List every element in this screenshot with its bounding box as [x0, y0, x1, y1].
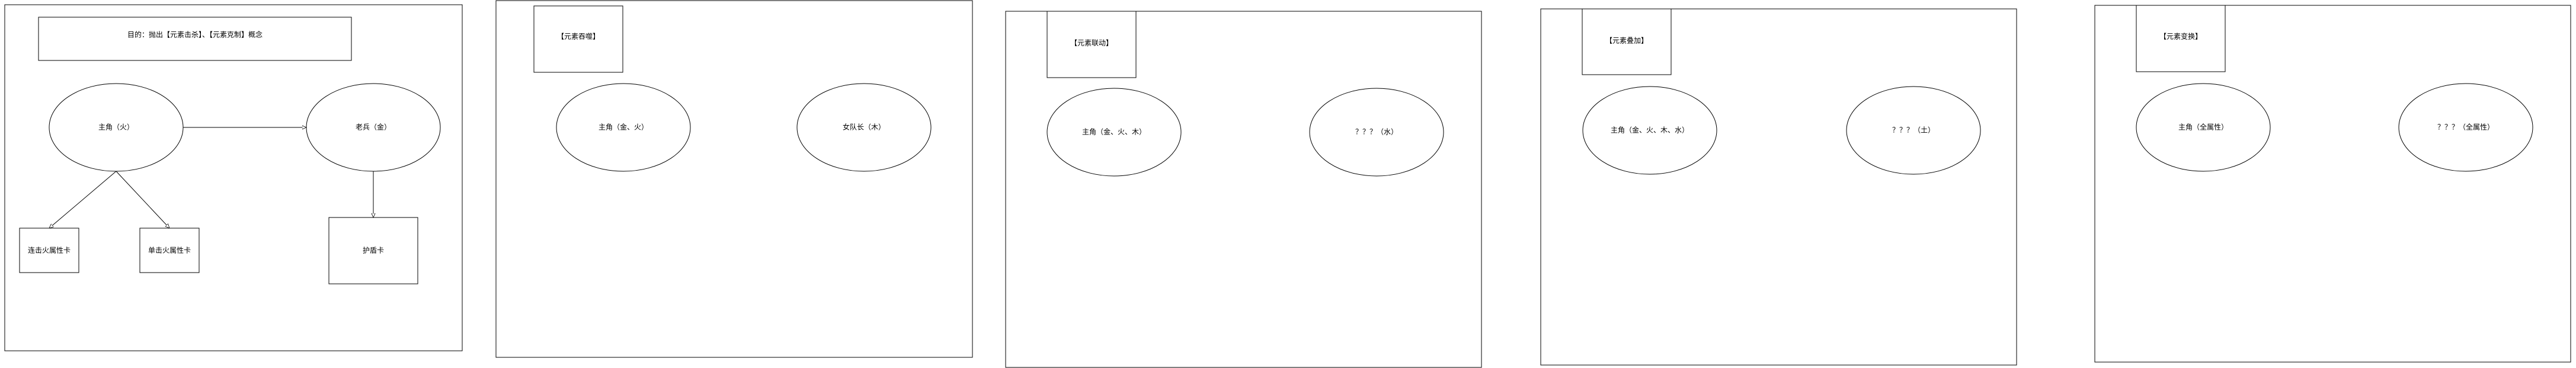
- panel-2-protagonist-node[interactable]: 主角（金、火）: [556, 83, 691, 172]
- panel-4-protagonist-label: 主角（金、火、木、水）: [1611, 126, 1689, 135]
- enemy-label: 老兵（金）: [356, 123, 391, 132]
- panel-1-frame: [4, 4, 463, 351]
- panel-3-tag[interactable]: 【元素联动】: [1047, 11, 1137, 78]
- card-a-label: 连击火属性卡: [28, 246, 71, 255]
- enemy-node[interactable]: 老兵（金）: [306, 83, 441, 172]
- panel-2: 【元素吞噬】 主角（金、火） 女队长（木）: [495, 0, 973, 358]
- panel-4: 【元素叠加】 主角（金、火、木、水） ？？？（土）: [1540, 8, 2017, 366]
- panel-3-enemy-node[interactable]: ？？？（水）: [1309, 88, 1444, 177]
- edge-protagonist-to-card-b: [116, 171, 169, 228]
- card-c-node[interactable]: 护盾卡: [328, 217, 418, 284]
- panel-3-protagonist-node[interactable]: 主角（金、火、木）: [1047, 88, 1182, 177]
- card-a-node[interactable]: 连击火属性卡: [19, 228, 79, 273]
- panel-2-tag[interactable]: 【元素吞噬】: [533, 5, 623, 73]
- panel-4-protagonist-node[interactable]: 主角（金、火、木、水）: [1582, 86, 1717, 175]
- goal-text: 目的：抛出【元素击杀】、【元素克制】概念: [127, 30, 263, 39]
- panel-2-enemy-node[interactable]: 女队长（木）: [796, 83, 932, 172]
- panel-5-enemy-label: ？？？（全属性）: [2437, 123, 2494, 132]
- panel-4-enemy-label: ？？？（土）: [1892, 126, 1935, 135]
- card-b-label: 单击火属性卡: [148, 247, 191, 255]
- panel-5-tag[interactable]: 【元素变换】: [2136, 5, 2226, 72]
- card-b-node[interactable]: 单击火属性卡: [139, 228, 200, 273]
- panel-2-protagonist-label: 主角（金、火）: [599, 123, 648, 132]
- panel-5-protagonist-label: 主角（全属性）: [2178, 123, 2228, 132]
- panel-5-protagonist-node[interactable]: 主角（全属性）: [2136, 83, 2271, 172]
- protagonist-label: 主角（火）: [98, 123, 134, 132]
- panel-5-tag-label: 【元素变换】: [2159, 32, 2202, 41]
- panel-3-enemy-label: ？？？（水）: [1355, 128, 1398, 136]
- panel-4-tag[interactable]: 【元素叠加】: [1582, 8, 1672, 75]
- panel-2-enemy-label: 女队长（木）: [843, 123, 885, 132]
- panel-5-enemy-node[interactable]: ？？？（全属性）: [2398, 83, 2533, 172]
- panel-2-tag-label: 【元素吞噬】: [557, 32, 600, 41]
- edge-protagonist-to-card-a: [49, 171, 117, 228]
- panel-3: 【元素联动】 主角（金、火、木） ？？？（水）: [1005, 11, 1482, 368]
- panel-5: 【元素变换】 主角（全属性） ？？？（全属性）: [2094, 5, 2571, 363]
- panel-1: 目的：抛出【元素击杀】、【元素克制】概念 主角（火） 老兵（金） 连击火属性卡 …: [4, 4, 463, 351]
- protagonist-node[interactable]: 主角（火）: [49, 83, 184, 172]
- card-c-label: 护盾卡: [363, 247, 384, 255]
- panel-4-enemy-node[interactable]: ？？？（土）: [1846, 86, 1981, 175]
- panel-3-tag-label: 【元素联动】: [1070, 39, 1113, 47]
- panel-4-tag-label: 【元素叠加】: [1605, 37, 1648, 45]
- goal-box[interactable]: 目的：抛出【元素击杀】、【元素克制】概念: [38, 17, 352, 61]
- panel-3-protagonist-label: 主角（金、火、木）: [1082, 127, 1146, 136]
